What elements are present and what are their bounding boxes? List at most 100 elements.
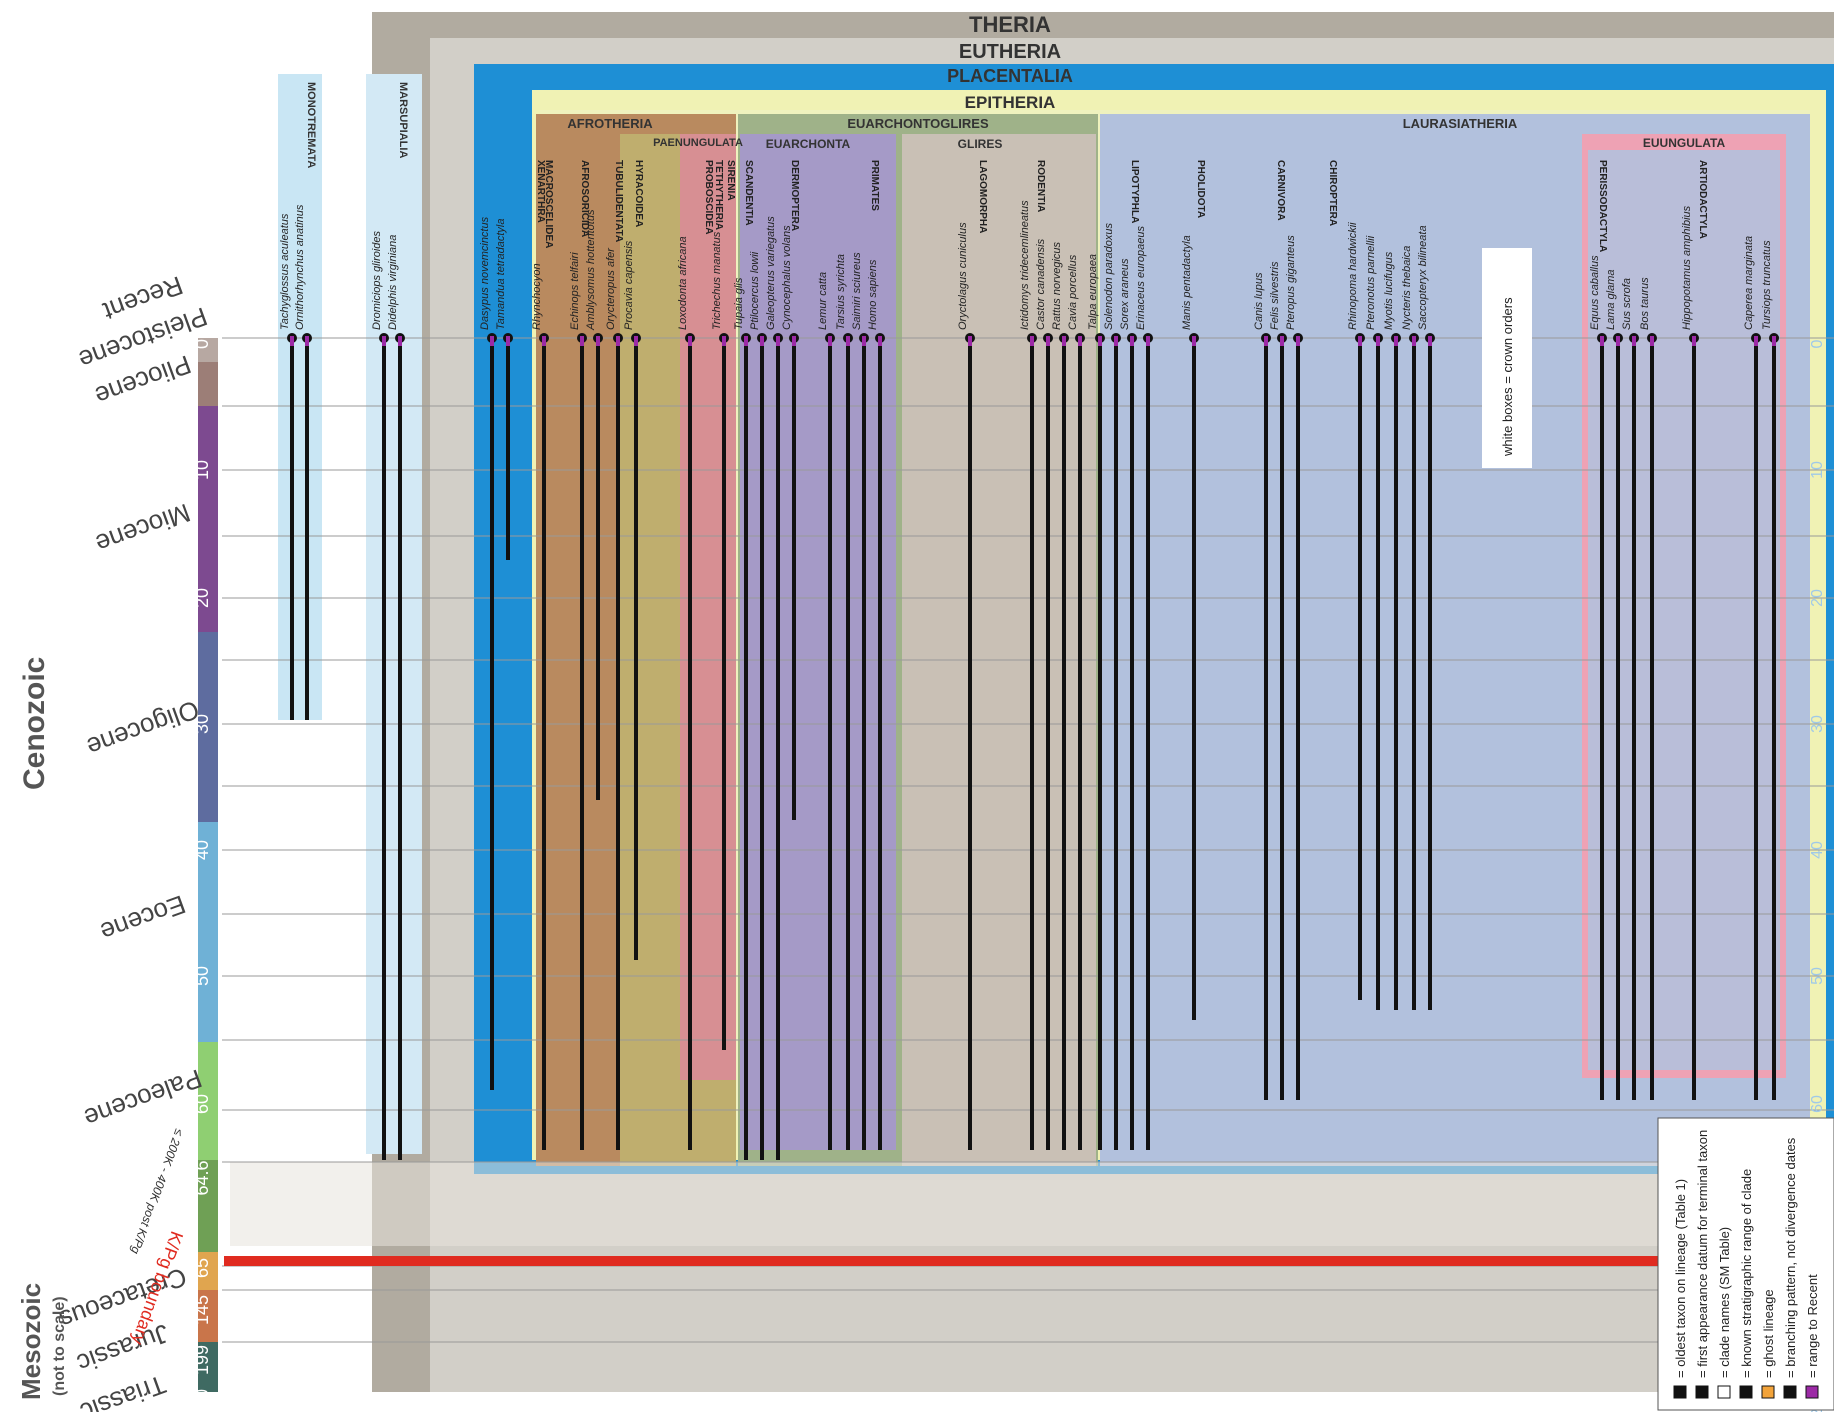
- order-label: ARTIODACTYLA: [1697, 160, 1708, 239]
- species-label: Canis lupus: [1253, 272, 1265, 330]
- species-label: Felis silvestris: [1269, 261, 1281, 330]
- afrotheria-label: AFROTHERIA: [567, 116, 653, 131]
- species-label: Echinops telfairi: [569, 252, 581, 330]
- species-label: Oryctolagus cuniculus: [957, 222, 969, 330]
- species-label: Saccopteryx bilineata: [1417, 225, 1429, 330]
- order-label: AFROSORICIDA: [579, 160, 590, 237]
- timescale-tick: 145: [192, 1295, 212, 1325]
- epoch-label: Miocene: [92, 498, 195, 560]
- order-label: PRIMATES: [869, 160, 880, 211]
- epitheria-label: EPITHERIA: [965, 93, 1056, 112]
- legend-symbol: [1718, 1386, 1730, 1398]
- timescale-tick: 60: [192, 1094, 212, 1114]
- species-label: Sus scrofa: [1621, 278, 1633, 330]
- species-label: Tamandua tetradactyla: [495, 219, 507, 331]
- species-label: Cynocephalus volans: [781, 225, 793, 330]
- placentalia-label: PLACENTALIA: [947, 66, 1073, 86]
- species-label: Homo sapiens: [867, 259, 879, 330]
- species-label: Loxodonta africana: [677, 236, 689, 330]
- euarchontoglires-label: EUARCHONTOGLIRES: [847, 116, 989, 131]
- monotremata-box: [278, 74, 322, 720]
- species-label: Pteropus giganteus: [1285, 235, 1297, 330]
- species-label: Ornithorhynchus anatinus: [294, 204, 306, 330]
- timescale-column: [198, 338, 218, 1392]
- order-label: MACROSCELIDEA: [543, 160, 554, 248]
- species-label: Hippopotamus amphibius: [1681, 205, 1693, 330]
- species-label: Erinaceus europaeus: [1135, 226, 1147, 330]
- timescale-tick: 20: [192, 588, 212, 608]
- species-label: Saimiri sciureus: [851, 252, 863, 330]
- species-label: Equus caballus: [1589, 255, 1601, 330]
- species-label: Caperea marginata: [1743, 236, 1755, 330]
- legend-symbol: [1740, 1386, 1752, 1398]
- legend-entry: = branching pattern, not divergence date…: [1783, 1137, 1798, 1378]
- species-label: Rattus norvegicus: [1051, 241, 1063, 330]
- species-label: Nycteris thebaica: [1401, 246, 1413, 330]
- order-label: LAGOMORPHA: [977, 160, 988, 233]
- species-label: Trichechus manatus: [711, 231, 723, 330]
- species-label: Orycteropus afer: [605, 247, 617, 330]
- species-label: Pteronotus parnellii: [1365, 235, 1377, 330]
- legend-symbol: [1806, 1386, 1818, 1398]
- glires-label: GLIRES: [958, 137, 1003, 151]
- legend-symbol: [1696, 1386, 1708, 1398]
- order-label: CHIROPTERA: [1327, 160, 1338, 226]
- timescale-tick-right: 40: [1809, 841, 1826, 859]
- species-label: Castor canadensis: [1035, 238, 1047, 330]
- kpg-boundary-line: [224, 1256, 1834, 1266]
- epoch-label: Oligocene: [83, 694, 203, 762]
- timescale-tick: 0: [192, 339, 212, 349]
- timescale-tick: 50: [192, 966, 212, 986]
- post-kpg-band: [230, 1162, 1790, 1246]
- legend-symbol: [1784, 1386, 1796, 1398]
- not-to-scale-label: (not to scale): [51, 1296, 68, 1396]
- legend: = oldest taxon on lineage (Table 1) = fir…: [1673, 1130, 1820, 1398]
- epoch-label: Paleocene: [80, 1063, 206, 1133]
- timescale-tick: 199: [192, 1345, 212, 1375]
- timescale-tick: 40: [192, 840, 212, 860]
- order-label: HYRACOIDEA: [633, 160, 644, 227]
- legend-entry: = first appearance datum for terminal ta…: [1695, 1130, 1710, 1378]
- legend-symbol: [1674, 1386, 1686, 1398]
- timescale-tick-right: 20: [1809, 589, 1826, 607]
- species-label: Didelphis virginiana: [387, 235, 399, 330]
- legend-entry: = range to Recent: [1805, 1274, 1820, 1378]
- note-text: white boxes = crown orders: [1500, 297, 1515, 457]
- legend-entry: = oldest taxon on lineage (Table 1): [1673, 1179, 1688, 1378]
- species-label: Galeopterus variegatus: [765, 216, 777, 330]
- eutheria-label: EUTHERIA: [959, 41, 1061, 63]
- order-label: TETHYTHERIA: [713, 160, 724, 230]
- species-label: Talpa europaea: [1087, 254, 1099, 330]
- marsupialia-label: MARSUPIALIA: [397, 82, 409, 158]
- species-label: Myotis lucifugus: [1383, 251, 1395, 330]
- euungulata-label: EUUNGULATA: [1643, 136, 1726, 150]
- species-label: Dasypus novemcinctus: [479, 216, 491, 330]
- species-label: Sorex araneus: [1119, 258, 1131, 330]
- mesozoic-label: Mesozoic: [16, 1283, 46, 1400]
- order-label: LIPOTYPHLA: [1129, 160, 1140, 223]
- order-label: PROBOSCIDEA: [703, 160, 714, 234]
- timescale-tick-right: 50: [1809, 967, 1826, 985]
- species-label: Tarsius syrichta: [835, 254, 847, 330]
- epoch-label: Eocene: [97, 889, 190, 947]
- species-label: Dromiciops gliroides: [371, 230, 383, 330]
- species-label: Rhinopoma hardwickii: [1347, 222, 1359, 330]
- order-label: DERMOPTERA: [789, 160, 800, 231]
- timescale-tick-right: 10: [1809, 461, 1826, 479]
- timescale-tick: 10: [192, 460, 212, 480]
- euarchonta-label: EUARCHONTA: [766, 137, 851, 151]
- timescale-tick: 65: [192, 1258, 212, 1278]
- species-label: Ictidomys tridecemlineatus: [1019, 200, 1031, 330]
- timescale-tick-right: 30: [1809, 715, 1826, 733]
- order-label: CARNIVORA: [1275, 160, 1286, 221]
- species-label: Lama glama: [1605, 269, 1617, 330]
- species-label: Procavia capensis: [623, 240, 635, 330]
- species-label: Solenodon paradoxus: [1103, 222, 1115, 330]
- legend-entry: = clade names (SM Table): [1717, 1227, 1732, 1378]
- paenungulata-label: PAENUNGULATA: [653, 137, 743, 149]
- species-label: Cavia porcellus: [1067, 254, 1079, 330]
- laurasiatheria-label: LAURASIATHERIA: [1403, 116, 1518, 131]
- order-label: SCANDENTIA: [743, 160, 754, 226]
- timescale-tick-right: 60: [1809, 1095, 1826, 1113]
- theria-label: THERIA: [969, 12, 1051, 37]
